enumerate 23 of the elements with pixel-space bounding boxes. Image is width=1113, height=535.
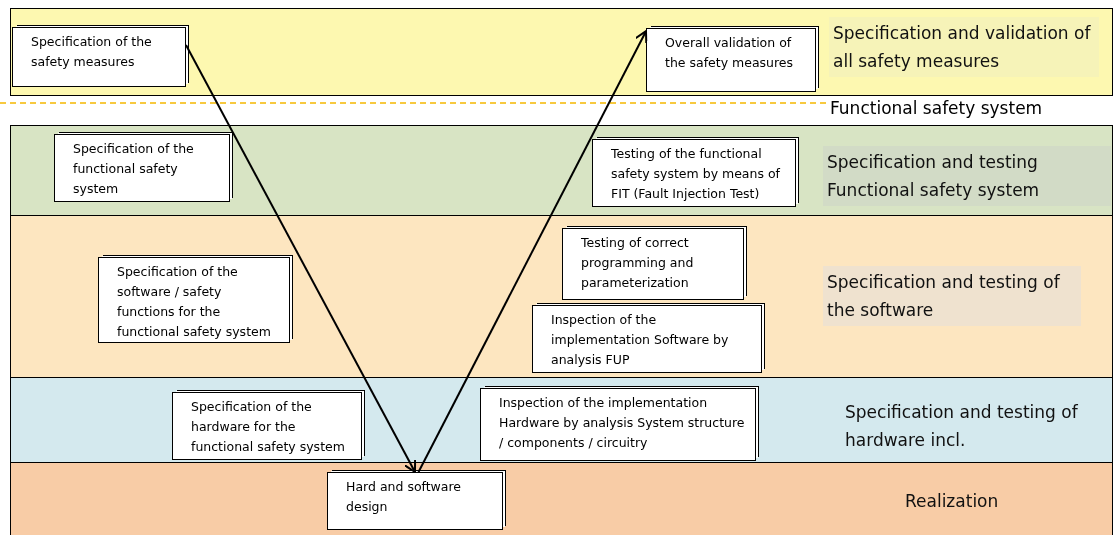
arrow	[185, 44, 417, 473]
process-box: Inspection of the implementation Hardware by analysis System structure / components / circuitry	[480, 388, 756, 461]
process-box: Inspection of the implementation Software by analysis FUP	[532, 305, 762, 373]
section-label: Functional safety system	[830, 98, 1043, 118]
process-box: Overall validation of the safety measures	[646, 28, 816, 92]
band-background	[10, 462, 1113, 535]
band-heading: Specification and testing of the software	[823, 266, 1081, 326]
band-heading: Realization	[904, 490, 1000, 513]
band-heading: Specification and validation of all safety measures	[829, 17, 1099, 77]
band-background	[10, 8, 1113, 96]
band-heading: Specification and testing Functional safety system	[823, 146, 1111, 206]
band-background	[10, 215, 1113, 378]
band-background	[10, 377, 1113, 463]
process-box: Specification of the functional safety system	[54, 134, 230, 202]
process-box: Specification of the software / safety functions for the functional safety system	[98, 257, 290, 343]
process-box: Testing of the functional safety system by means of FIT (Fault Injection Test)	[592, 139, 796, 207]
arrow	[417, 30, 648, 473]
process-box: Specification of the safety measures	[12, 27, 186, 87]
process-box: Hard and software design	[327, 472, 503, 530]
process-box: Testing of correct programming and parameterization	[562, 228, 744, 300]
band-heading: Specification and testing of hardware incl.	[844, 401, 1079, 452]
process-box: Specification of the hardware for the functional safety system	[172, 392, 362, 460]
band-background	[10, 125, 1113, 216]
